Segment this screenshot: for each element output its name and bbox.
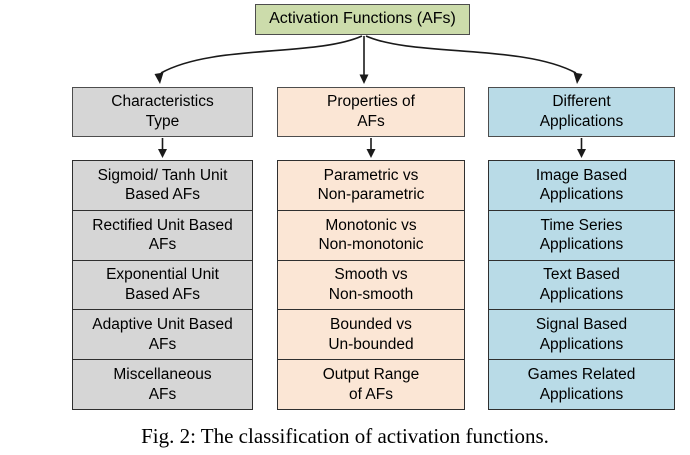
root-to-properties-arrow-icon [359,74,369,84]
characteristics-item: Exponential Unit Based AFs [73,259,252,310]
applications-item: Signal Based Applications [489,309,674,359]
properties-header: Properties of AFs [277,87,465,137]
properties-to-list-arrow-icon [366,149,376,158]
properties-item: Bounded vs Un-bounded [278,309,464,359]
characteristics-item: Rectified Unit Based AFs [73,209,252,260]
root-to-applications-arrow-icon [573,72,583,84]
characteristics-item: Adaptive Unit Based AFs [73,309,252,359]
root-to-applications-line [365,35,577,74]
applications-item: Games Related Applications [489,359,674,409]
properties-item: Parametric vs Non-parametric [317,166,425,204]
characteristics-list: Sigmoid/ Tanh Unit Based AFs Rectified U… [72,160,253,410]
root-node: Activation Functions (AFs) [255,4,470,35]
properties-item: Smooth vs Non-smooth [278,259,464,310]
root-to-characteristics-arrow-icon [154,72,164,84]
figure-caption: Fig. 2: The classification of activation… [141,424,549,448]
applications-to-list-arrow-icon [577,149,586,158]
applications-item: Text Based Applications [489,259,674,310]
properties-item: Monotonic vs Non-monotonic [278,209,464,260]
characteristics-to-list-arrow-icon [158,149,167,158]
characteristics-header: Characteristics Type [72,87,253,137]
characteristics-item: Sigmoid/ Tanh Unit Based AFs [97,166,228,204]
applications-header: Different Applications [488,87,675,137]
properties-item: Output Range of AFs [278,359,464,409]
root-to-characteristics-line [160,35,363,74]
applications-list: Image Based Applications Time Series App… [488,160,675,410]
applications-item: Image Based Applications [535,166,628,204]
properties-list: Parametric vs Non-parametric Monotonic v… [277,160,465,410]
applications-item: Time Series Applications [489,209,674,260]
characteristics-item: Miscellaneous AFs [73,359,252,409]
